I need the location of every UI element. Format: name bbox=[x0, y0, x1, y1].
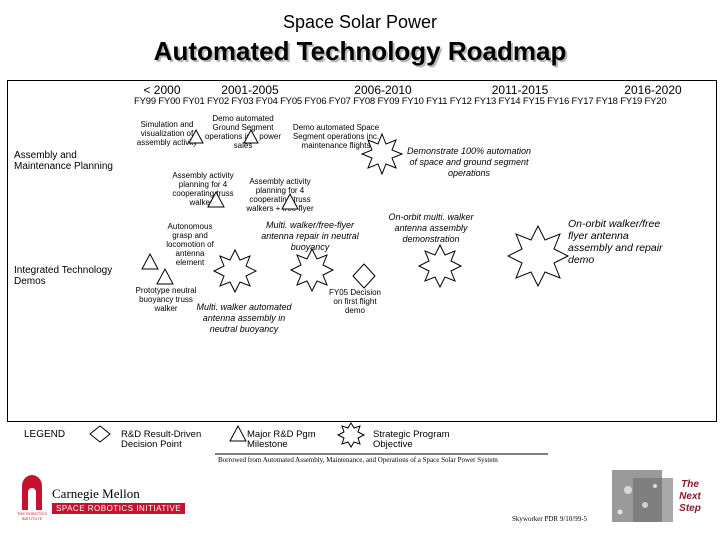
robotics-institute-text: THE ROBOTICS INSTITUTE bbox=[16, 511, 47, 521]
star-icon bbox=[360, 132, 404, 176]
triangle-icon bbox=[141, 252, 159, 270]
node-demo-100: Demonstrate 100% automation of space and… bbox=[406, 146, 532, 178]
era-label: < 2000 bbox=[143, 83, 181, 97]
triangle-icon bbox=[229, 424, 247, 442]
roadmap-frame bbox=[7, 80, 717, 422]
star-icon bbox=[417, 243, 463, 289]
credit-note: Borrowed from Automated Assembly, Mainte… bbox=[218, 456, 498, 464]
triangle-icon bbox=[188, 128, 204, 144]
sri-banner: SPACE ROBOTICS INITIATIVE bbox=[52, 503, 186, 514]
legend-label: LEGEND bbox=[24, 429, 66, 440]
node-space-demo: Demo automated Space Segment operations … bbox=[292, 123, 380, 150]
row-label-assembly: Assembly and Maintenance Planning bbox=[14, 150, 113, 172]
diamond-icon bbox=[89, 425, 111, 443]
triangle-icon bbox=[207, 190, 225, 208]
star-icon bbox=[289, 247, 335, 293]
cmu-name: Carnegie Mellon bbox=[52, 486, 140, 501]
fiscal-year-axis: FY99 FY00 FY01 FY02 FY03 FY04 FY05 FY06 … bbox=[134, 96, 667, 107]
legend-triangle-text: Major R&D Pgm Milestone bbox=[247, 429, 316, 450]
era-label: 2006-2010 bbox=[354, 83, 412, 97]
star-icon bbox=[212, 248, 258, 294]
row-label-demos: Integrated Technology Demos bbox=[14, 265, 113, 287]
star-icon bbox=[506, 224, 570, 288]
triangle-icon bbox=[281, 192, 299, 210]
skyworker-date: Skyworker PDR 9/10/99-5 bbox=[512, 515, 588, 523]
era-label: 2016-2020 bbox=[624, 83, 682, 97]
era-label: 2001-2005 bbox=[221, 83, 279, 97]
node-onorbit-freeflyer: On-orbit walker/free flyer antenna assem… bbox=[568, 218, 663, 266]
star-icon bbox=[336, 422, 366, 448]
node-ground-demo: Demo automated Ground Segment operations… bbox=[204, 114, 282, 150]
page-title: Space Solar Power bbox=[282, 12, 438, 32]
lunar-photo bbox=[633, 478, 673, 522]
node-autonomous-grasp: Autonomous grasp and locomotion of anten… bbox=[166, 222, 214, 267]
era-label: 2011-2015 bbox=[491, 83, 549, 97]
roadmap-title: Automated Technology Roadmap bbox=[153, 36, 567, 66]
node-simulation: Simulation and visualization of assembly… bbox=[136, 120, 198, 147]
node-assembly-4-freeflyer: Assembly activity planning for 4 coopera… bbox=[246, 177, 314, 213]
node-prototype: Prototype neutral buoyancy truss walker bbox=[135, 286, 197, 313]
triangle-icon bbox=[243, 128, 259, 144]
next-step: The Next Step bbox=[679, 479, 701, 514]
robotics-institute-logo bbox=[22, 475, 42, 510]
node-multi-freeflyer: Multi. walker/free-flyer antenna repair … bbox=[261, 220, 359, 252]
legend-star-text: Strategic Program Objective bbox=[373, 429, 450, 450]
node-multi-automated: Multi. walker automated antenna assembly… bbox=[196, 302, 292, 334]
triangle-icon bbox=[156, 267, 174, 285]
legend-diamond-text: R&D Result-Driven Decision Point bbox=[121, 429, 202, 450]
diamond-icon bbox=[352, 263, 376, 289]
node-fy05-decision: FY05 Decision on first flight demo bbox=[328, 288, 382, 315]
node-onorbit-multi: On-orbit multi. walker antenna assembly … bbox=[388, 212, 474, 244]
node-assembly-4: Assembly activity planning for 4 coopera… bbox=[172, 171, 234, 207]
